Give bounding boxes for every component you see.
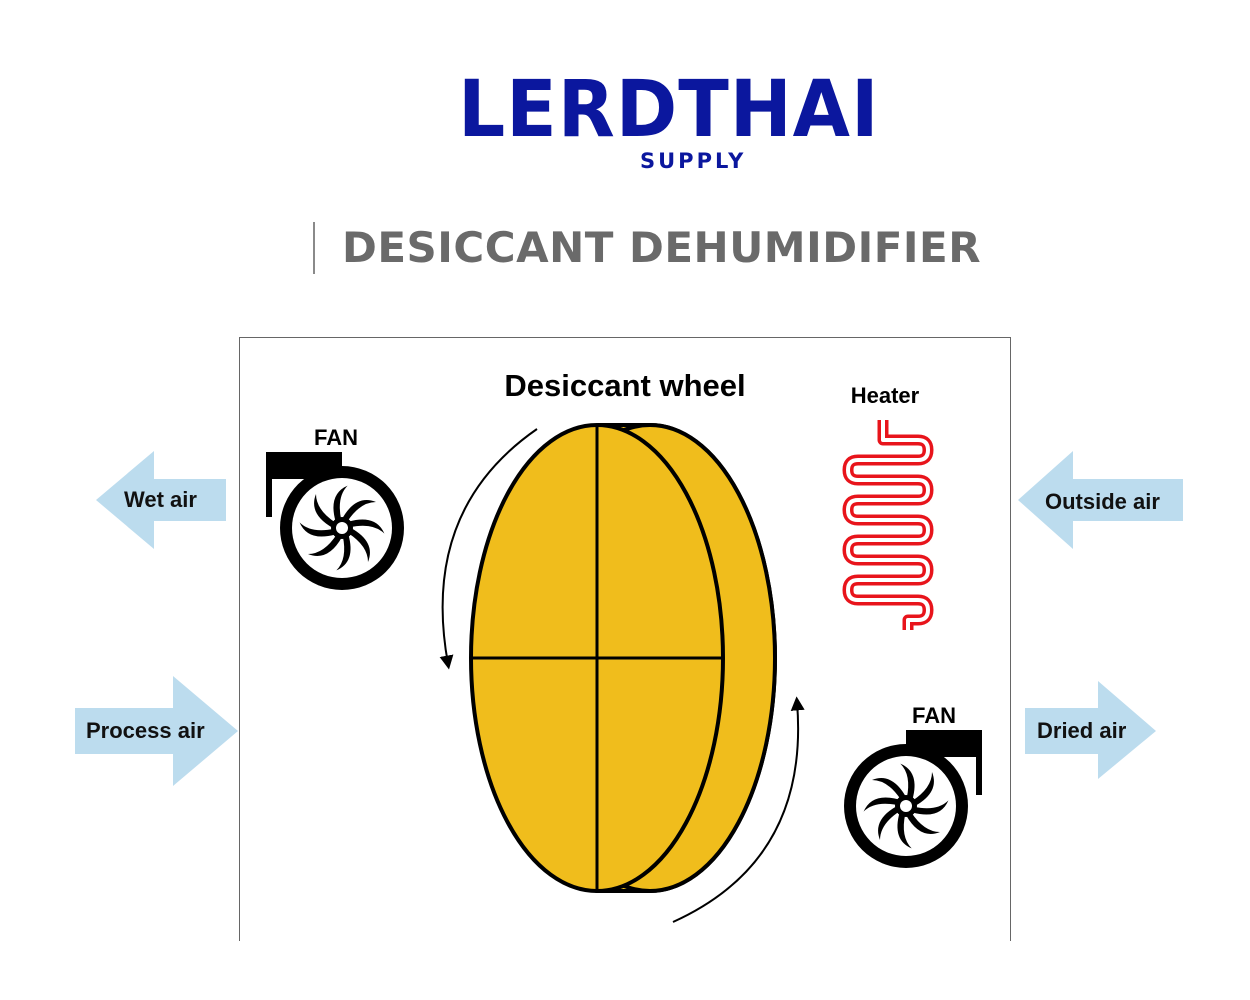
rotation-arrow-icon — [672, 696, 805, 923]
wet-air-arrow — [96, 451, 226, 549]
company-logo: LERDTHAI SUPPLY — [430, 70, 879, 180]
fan-bottom-label: FAN — [912, 703, 956, 728]
process-air-arrow — [75, 676, 238, 786]
outside-air-arrow — [1018, 451, 1183, 549]
outside-air-label: Outside air — [1045, 489, 1160, 514]
logo-sub-text: SUPPLY — [640, 149, 747, 173]
fan-icon — [266, 452, 404, 590]
page-title: DESICCANT DEHUMIDIFIER — [342, 223, 982, 272]
dried-air-label: Dried air — [1037, 718, 1127, 743]
fan-icon — [844, 730, 982, 868]
heater-coil-icon — [842, 420, 934, 630]
process-air-label: Process air — [86, 718, 205, 743]
desiccant-wheel — [469, 423, 777, 893]
diagram-frame — [239, 337, 1011, 941]
dried-air-arrow — [1025, 681, 1156, 779]
fan-top-label: FAN — [314, 425, 358, 450]
wet-air-label: Wet air — [124, 487, 197, 512]
desiccant-wheel-label: Desiccant wheel — [504, 368, 746, 403]
heater-label: Heater — [850, 383, 920, 408]
title-accent-bar — [313, 222, 315, 274]
rotation-arrow-icon — [439, 428, 538, 670]
